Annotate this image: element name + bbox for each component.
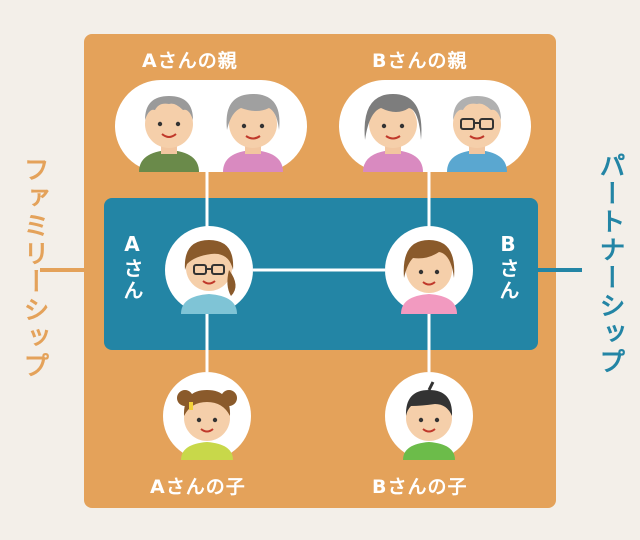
elderly-man-glasses-avatar	[447, 96, 507, 172]
boy-avatar	[403, 381, 455, 460]
a-child-circle	[163, 372, 251, 460]
b-name-label: Bさん	[496, 232, 520, 302]
b-parents-label: Bさんの親	[372, 50, 468, 72]
partnership-label: パートナーシップ	[595, 152, 625, 376]
woman-glasses-avatar	[181, 240, 237, 314]
elderly-woman-avatar	[363, 94, 423, 172]
a-child-label: Aさんの子	[150, 476, 246, 498]
familyship-label: ファミリーシップ	[19, 156, 49, 380]
b-child-circle	[385, 372, 473, 460]
b-parents-bubble	[339, 80, 531, 172]
a-parents-bubble	[115, 80, 307, 172]
elderly-man-avatar	[139, 96, 199, 172]
b-child-label: Bさんの子	[372, 476, 468, 498]
a-person-circle	[165, 226, 253, 314]
elderly-woman-avatar	[223, 94, 283, 172]
a-parents-label: Aさんの親	[142, 50, 238, 72]
girl-avatar	[177, 390, 237, 460]
woman-avatar	[401, 240, 457, 314]
b-person-circle	[385, 226, 473, 314]
a-name-label: Aさん	[120, 232, 144, 302]
